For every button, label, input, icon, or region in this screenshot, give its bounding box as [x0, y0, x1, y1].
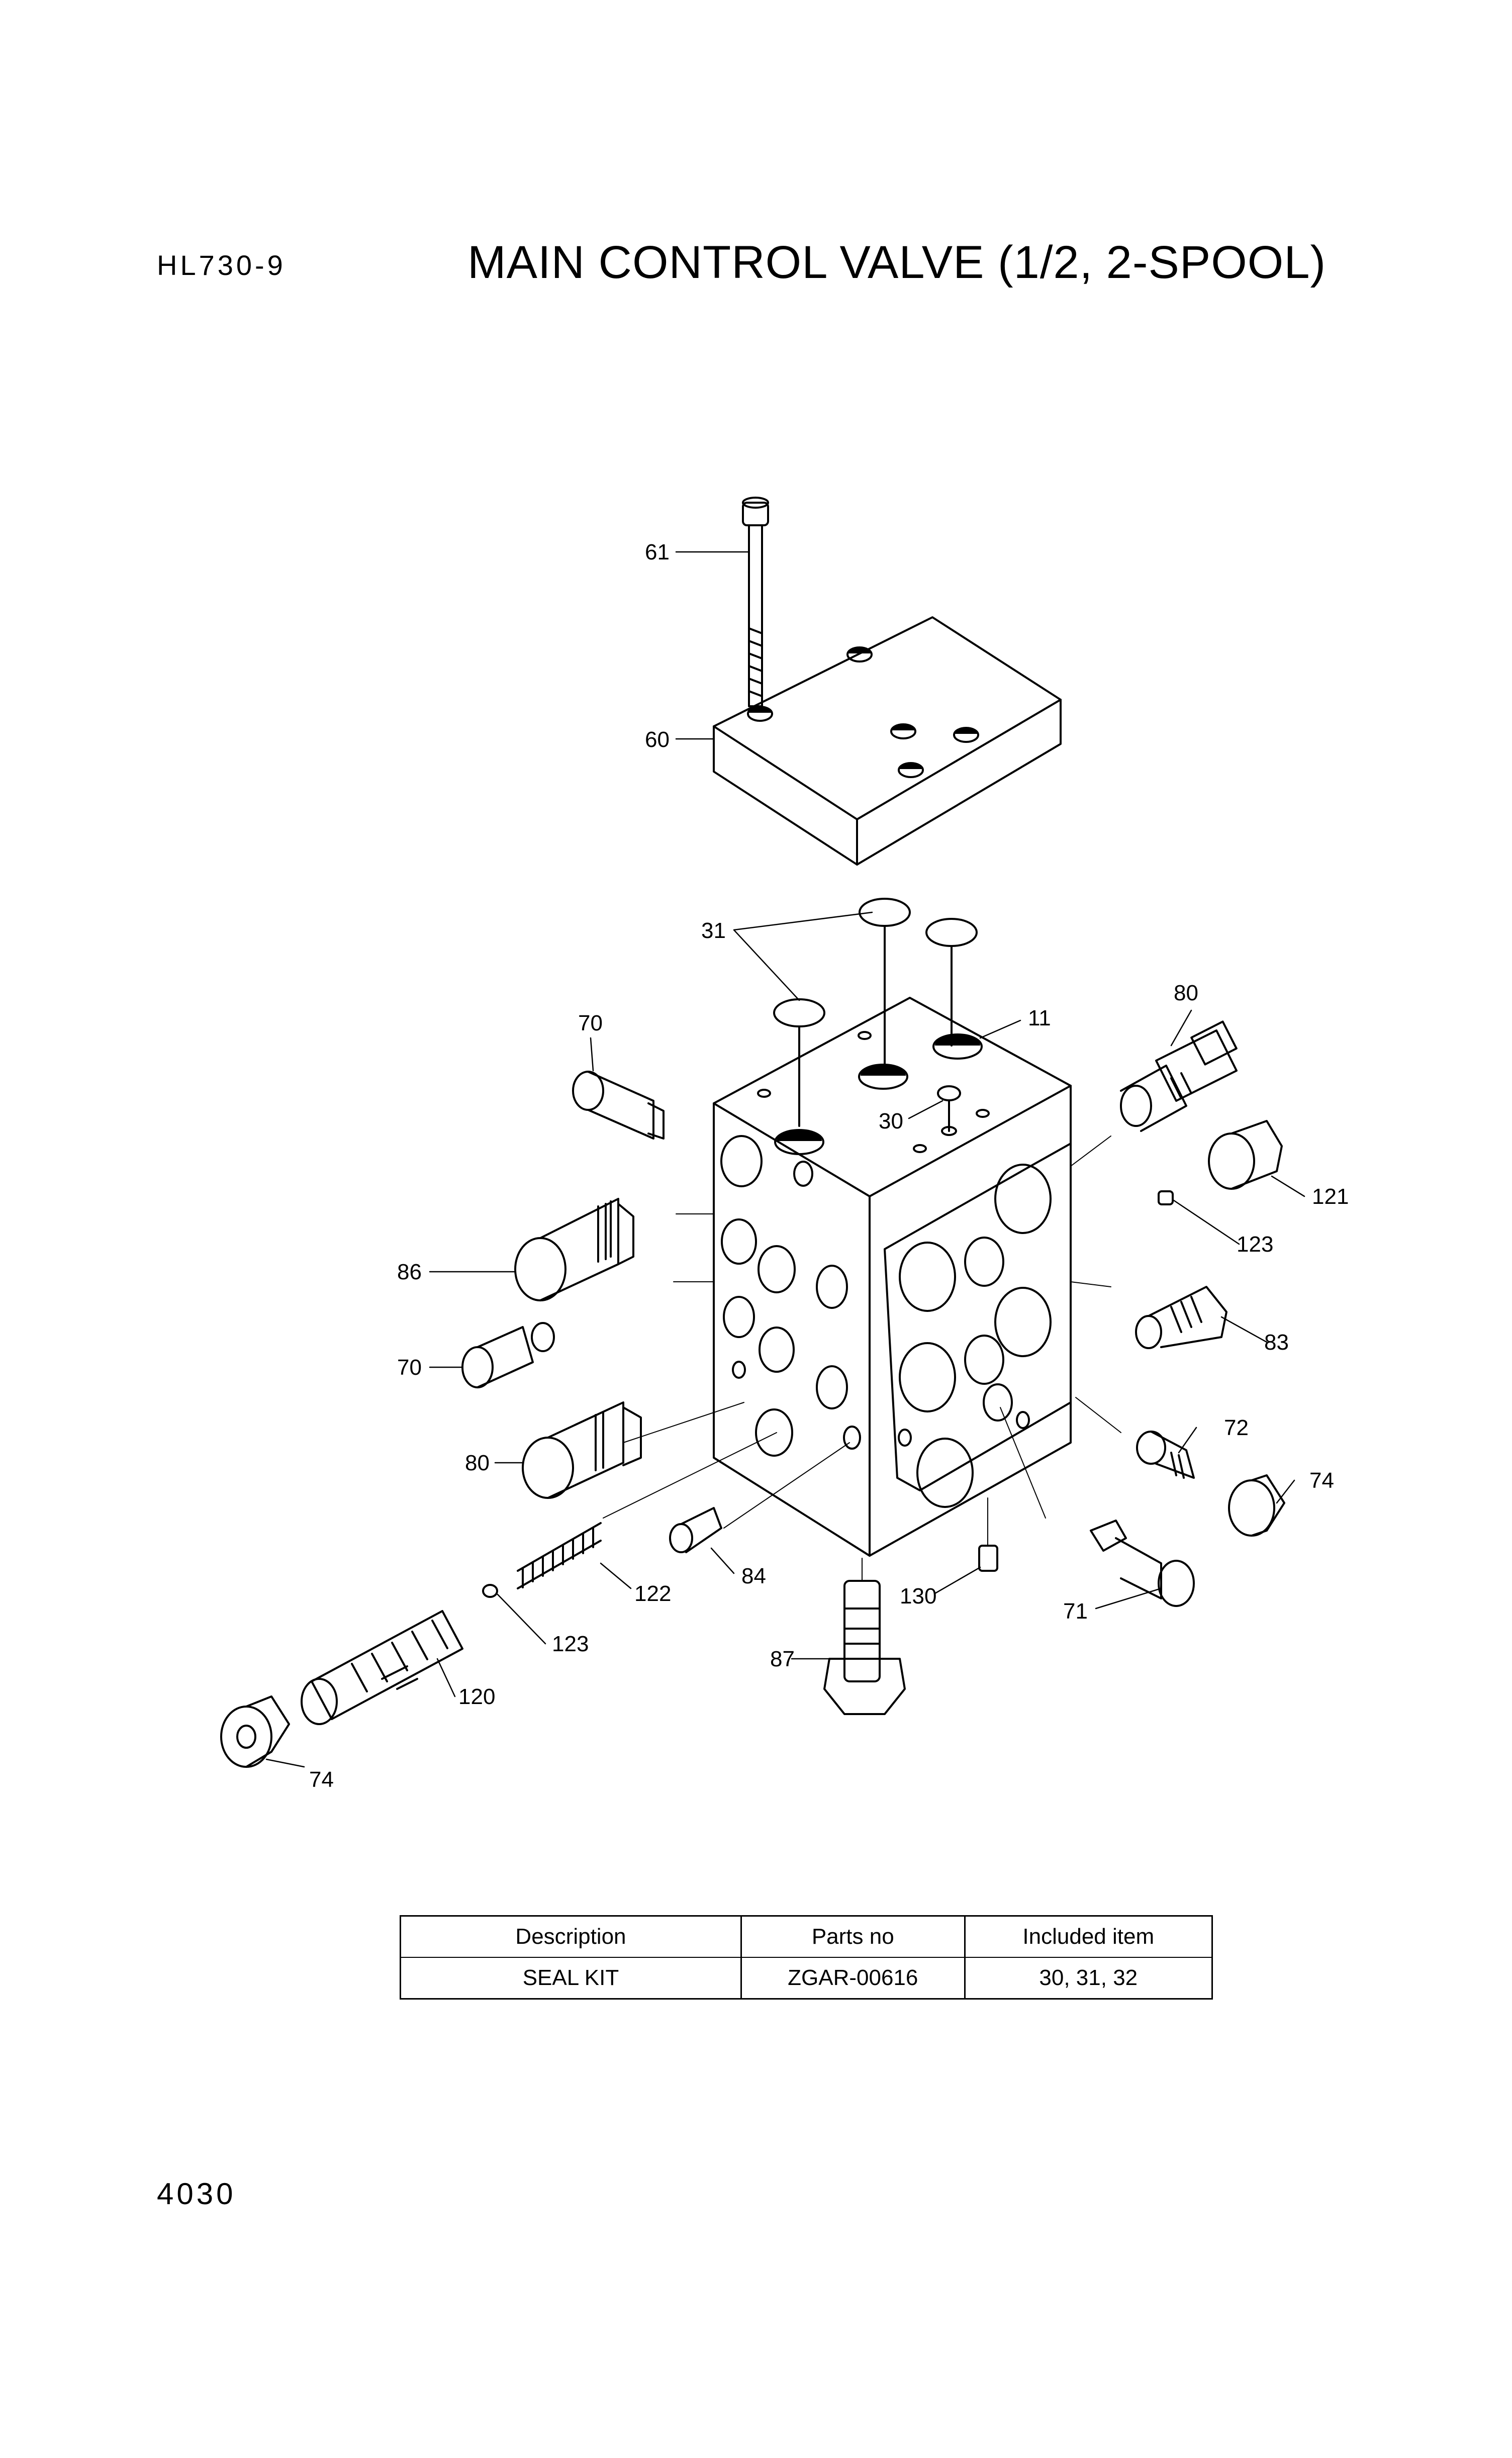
callout-120: 120 [458, 1684, 495, 1709]
right-face-ports [898, 1164, 1052, 1508]
valve-72 [1136, 1431, 1195, 1479]
left-face-ports [720, 1135, 861, 1457]
check-valve-84 [669, 1507, 722, 1553]
column-header-description: Description [400, 1915, 742, 1958]
spring-122 [517, 1522, 602, 1589]
callout-83: 83 [1264, 1330, 1289, 1355]
callout-86: 86 [397, 1260, 422, 1284]
valve-70-upper [572, 1071, 665, 1140]
callout-30: 30 [879, 1109, 903, 1133]
valve-80-upper [1120, 1020, 1238, 1132]
cell-included-item: 30, 31, 32 [964, 1957, 1213, 2000]
callout-123-upper: 123 [1237, 1232, 1273, 1257]
callout-80-upper: 80 [1174, 981, 1198, 1005]
plug-123-upper [1158, 1190, 1174, 1205]
callout-11: 11 [1028, 1006, 1051, 1030]
valve-80-lower [522, 1401, 642, 1499]
bolt-61 [742, 497, 769, 707]
callout-labels: 61 60 31 11 30 80 70 86 70 121 123 83 80… [309, 540, 1349, 1792]
callout-74-right: 74 [1309, 1468, 1334, 1493]
callout-84: 84 [741, 1564, 766, 1588]
callout-122: 122 [634, 1581, 671, 1606]
table-row: SEAL KIT ZGAR-00616 30, 31, 32 [400, 1957, 1213, 2000]
cell-description: SEAL KIT [400, 1957, 742, 2000]
cover-plate-60 [713, 616, 1062, 866]
callout-70-upper: 70 [578, 1011, 603, 1035]
o-ring-30 [937, 1085, 961, 1132]
plug-74-left [220, 1695, 290, 1768]
callout-31: 31 [701, 918, 726, 943]
callout-71: 71 [1063, 1599, 1088, 1624]
cell-parts-no: ZGAR-00616 [740, 1957, 966, 2000]
valve-70-lower [461, 1322, 555, 1388]
callout-121: 121 [1312, 1184, 1349, 1209]
fitting-71 [1090, 1520, 1195, 1607]
callout-74-left: 74 [309, 1767, 334, 1792]
page-title: MAIN CONTROL VALVE (1/2, 2-SPOOL) [467, 237, 1327, 288]
relief-valve-87 [823, 1580, 906, 1715]
model-code: HL730-9 [157, 249, 286, 281]
callout-61: 61 [645, 540, 670, 564]
valve-83 [1135, 1286, 1227, 1349]
plug-74-right [1228, 1474, 1285, 1537]
valve-body-11 [713, 997, 1072, 1557]
page-number: 4030 [157, 2177, 236, 2211]
callout-80-lower: 80 [465, 1451, 490, 1475]
callout-60: 60 [645, 727, 670, 752]
callout-130: 130 [900, 1584, 936, 1609]
plug-121 [1208, 1120, 1283, 1190]
callout-70-lower: 70 [397, 1355, 422, 1380]
plug-123-lower [482, 1584, 498, 1598]
plug-130 [978, 1545, 998, 1572]
callout-87: 87 [770, 1647, 795, 1671]
column-header-parts-no: Parts no [740, 1915, 966, 1958]
column-header-included-item: Included item [964, 1915, 1213, 1958]
seal-kit-table: Description Parts no Included item SEAL … [400, 1915, 1213, 2000]
o-rings-31 [773, 898, 978, 1127]
leader-lines [265, 551, 1305, 1768]
valve-86 [514, 1198, 634, 1301]
callout-123-lower: 123 [552, 1632, 589, 1656]
callout-72: 72 [1224, 1415, 1249, 1440]
table-header-row: Description Parts no Included item [400, 1915, 1213, 1958]
spool-120 [301, 1610, 463, 1725]
